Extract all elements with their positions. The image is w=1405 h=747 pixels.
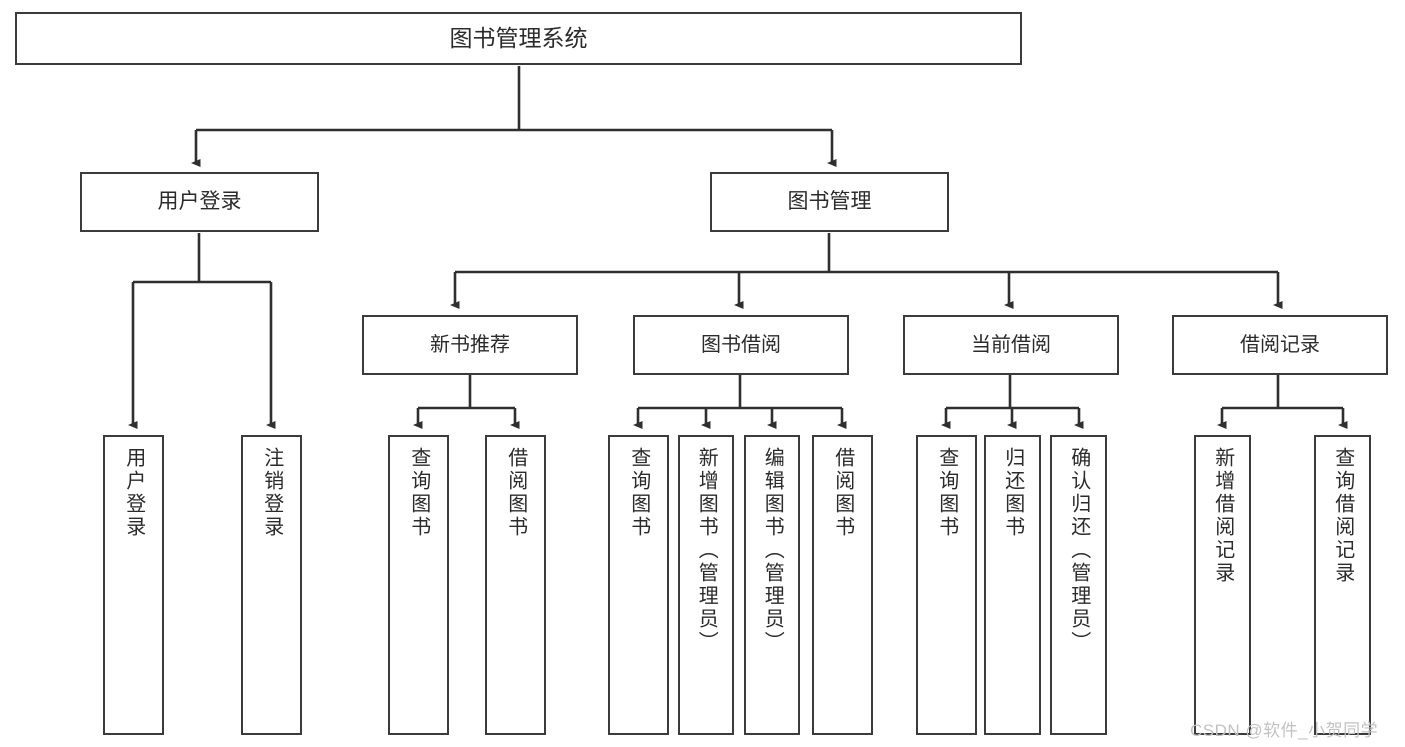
node-book-management[interactable]: 图书管理	[710, 172, 949, 232]
leaf-current-return-book[interactable]: 归还图书	[984, 435, 1041, 735]
node-label: 借阅图书	[831, 447, 854, 539]
node-label: 确认归还（管理员）	[1067, 447, 1090, 654]
node-user-login[interactable]: 用户登录	[80, 172, 319, 232]
node-label: 查询图书	[407, 447, 430, 539]
node-label: 当前借阅	[971, 333, 1051, 356]
node-label: 新书推荐	[430, 333, 510, 356]
node-current-borrow[interactable]: 当前借阅	[903, 315, 1119, 375]
node-label: 注销登录	[260, 447, 283, 539]
node-root-system[interactable]: 图书管理系统	[15, 12, 1022, 65]
leaf-borrow-borrow-book[interactable]: 借阅图书	[812, 435, 873, 735]
node-label: 查询借阅记录	[1331, 447, 1354, 585]
csdn-watermark: CSDN @软件_小贺同学	[1190, 716, 1378, 741]
node-book-borrow[interactable]: 图书借阅	[633, 315, 849, 375]
node-label: 用户登录	[122, 447, 145, 539]
leaf-recommend-query-book[interactable]: 查询图书	[388, 435, 449, 735]
leaf-borrow-query-book[interactable]: 查询图书	[608, 435, 669, 735]
leaf-user-logout[interactable]: 注销登录	[241, 435, 302, 735]
node-label: 归还图书	[1001, 447, 1024, 539]
node-new-book-recommend[interactable]: 新书推荐	[362, 315, 578, 375]
node-label: 编辑图书（管理员）	[761, 447, 784, 654]
leaf-record-query-record[interactable]: 查询借阅记录	[1314, 435, 1371, 735]
node-label: 新增借阅记录	[1211, 447, 1234, 585]
leaf-borrow-add-book-admin[interactable]: 新增图书（管理员）	[678, 435, 734, 735]
node-label: 新增图书（管理员）	[695, 447, 718, 654]
node-label: 查询图书	[935, 447, 958, 539]
leaf-current-query-book[interactable]: 查询图书	[916, 435, 977, 735]
leaf-user-login[interactable]: 用户登录	[103, 435, 164, 735]
node-label: 用户登录	[157, 190, 242, 214]
leaf-record-add-record[interactable]: 新增借阅记录	[1194, 435, 1251, 735]
node-label: 借阅图书	[504, 447, 527, 539]
leaf-borrow-edit-book-admin[interactable]: 编辑图书（管理员）	[744, 435, 800, 735]
node-label: 图书管理系统	[449, 24, 588, 51]
node-label: 借阅记录	[1240, 333, 1320, 356]
node-borrow-record[interactable]: 借阅记录	[1172, 315, 1388, 375]
node-label: 图书管理	[787, 190, 872, 214]
node-label: 查询图书	[627, 447, 650, 539]
watermark-text: CSDN @软件_小贺同学	[1190, 721, 1379, 740]
node-label: 图书借阅	[701, 333, 781, 356]
leaf-current-confirm-return-admin[interactable]: 确认归还（管理员）	[1050, 435, 1107, 735]
leaf-recommend-borrow-book[interactable]: 借阅图书	[485, 435, 546, 735]
